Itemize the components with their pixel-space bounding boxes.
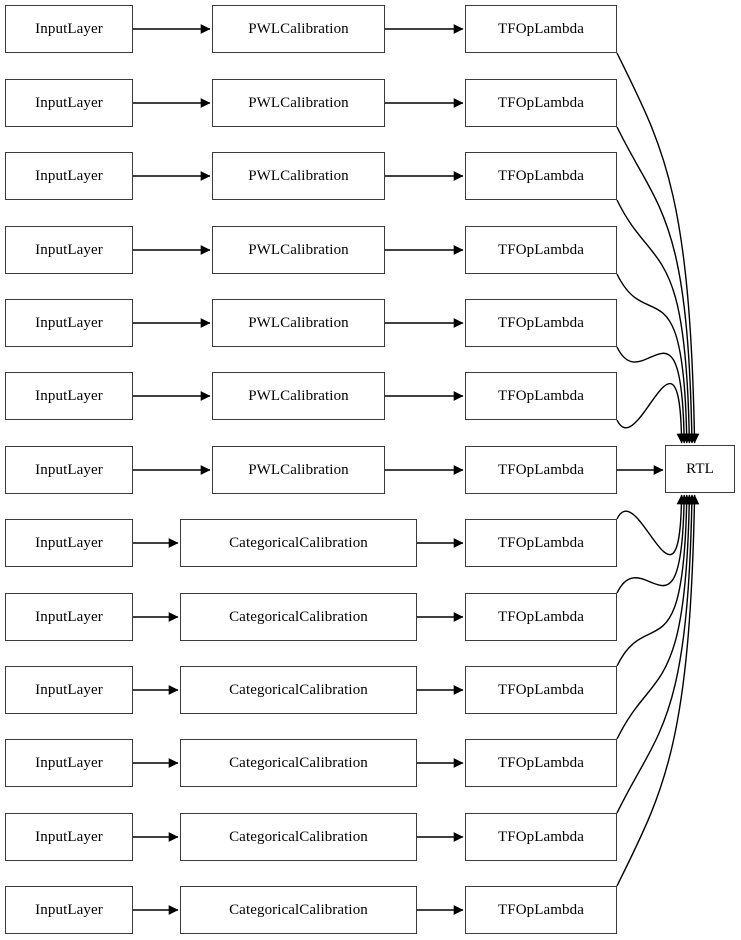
node-calibration-1[interactable]: PWLCalibration bbox=[212, 79, 385, 127]
node-label: CategoricalCalibration bbox=[229, 681, 368, 698]
edge-lambda-to-rtl-0 bbox=[616, 52, 700, 444]
node-tfoplambda-2[interactable]: TFOpLambda bbox=[465, 152, 617, 200]
node-label: RTL bbox=[686, 460, 714, 477]
node-calibration-10[interactable]: CategoricalCalibration bbox=[180, 739, 417, 787]
node-label: InputLayer bbox=[35, 681, 103, 698]
node-tfoplambda-6[interactable]: TFOpLambda bbox=[465, 446, 617, 494]
node-label: InputLayer bbox=[35, 534, 103, 551]
node-label: TFOpLambda bbox=[498, 20, 584, 37]
node-rtl-output[interactable]: RTL bbox=[665, 445, 735, 493]
edge-lambda-to-rtl-10 bbox=[616, 494, 695, 740]
edge-lambda-to-rtl-1 bbox=[616, 126, 697, 444]
node-tfoplambda-3[interactable]: TFOpLambda bbox=[465, 226, 617, 274]
node-label: TFOpLambda bbox=[498, 167, 584, 184]
node-tfoplambda-4[interactable]: TFOpLambda bbox=[465, 299, 617, 347]
node-label: InputLayer bbox=[35, 901, 103, 918]
node-input-layer-12[interactable]: InputLayer bbox=[5, 886, 133, 934]
node-calibration-6[interactable]: PWLCalibration bbox=[212, 446, 385, 494]
node-label: CategoricalCalibration bbox=[229, 828, 368, 845]
node-label: PWLCalibration bbox=[248, 167, 349, 184]
node-calibration-12[interactable]: CategoricalCalibration bbox=[180, 886, 417, 934]
node-label: InputLayer bbox=[35, 461, 103, 478]
node-input-layer-11[interactable]: InputLayer bbox=[5, 813, 133, 861]
node-label: TFOpLambda bbox=[498, 754, 584, 771]
node-tfoplambda-5[interactable]: TFOpLambda bbox=[465, 372, 617, 420]
node-label: PWLCalibration bbox=[248, 461, 349, 478]
node-tfoplambda-12[interactable]: TFOpLambda bbox=[465, 886, 617, 934]
node-calibration-3[interactable]: PWLCalibration bbox=[212, 226, 385, 274]
node-label: TFOpLambda bbox=[498, 681, 584, 698]
node-label: TFOpLambda bbox=[498, 461, 584, 478]
node-calibration-0[interactable]: PWLCalibration bbox=[212, 5, 385, 53]
edge-lambda-to-rtl-5 bbox=[616, 382, 687, 444]
node-input-layer-1[interactable]: InputLayer bbox=[5, 79, 133, 127]
node-label: PWLCalibration bbox=[248, 94, 349, 111]
node-input-layer-6[interactable]: InputLayer bbox=[5, 446, 133, 494]
edge-lambda-to-rtl-9 bbox=[616, 494, 692, 667]
node-label: CategoricalCalibration bbox=[229, 534, 368, 551]
node-input-layer-4[interactable]: InputLayer bbox=[5, 299, 133, 347]
node-calibration-8[interactable]: CategoricalCalibration bbox=[180, 593, 417, 641]
node-label: InputLayer bbox=[35, 608, 103, 625]
node-label: InputLayer bbox=[35, 167, 103, 184]
node-tfoplambda-0[interactable]: TFOpLambda bbox=[465, 5, 617, 53]
node-label: TFOpLambda bbox=[498, 387, 584, 404]
node-label: TFOpLambda bbox=[498, 94, 584, 111]
node-label: PWLCalibration bbox=[248, 387, 349, 404]
node-input-layer-7[interactable]: InputLayer bbox=[5, 519, 133, 567]
node-tfoplambda-9[interactable]: TFOpLambda bbox=[465, 666, 617, 714]
node-label: TFOpLambda bbox=[498, 241, 584, 258]
node-calibration-5[interactable]: PWLCalibration bbox=[212, 372, 385, 420]
node-label: CategoricalCalibration bbox=[229, 901, 368, 918]
node-tfoplambda-7[interactable]: TFOpLambda bbox=[465, 519, 617, 567]
node-input-layer-8[interactable]: InputLayer bbox=[5, 593, 133, 641]
node-label: TFOpLambda bbox=[498, 534, 584, 551]
node-tfoplambda-10[interactable]: TFOpLambda bbox=[465, 739, 617, 787]
node-label: InputLayer bbox=[35, 241, 103, 258]
node-label: CategoricalCalibration bbox=[229, 754, 368, 771]
node-input-layer-3[interactable]: InputLayer bbox=[5, 226, 133, 274]
node-label: InputLayer bbox=[35, 314, 103, 331]
node-label: InputLayer bbox=[35, 828, 103, 845]
edge-lambda-to-rtl-12 bbox=[616, 494, 700, 887]
node-label: TFOpLambda bbox=[498, 314, 584, 331]
node-calibration-2[interactable]: PWLCalibration bbox=[212, 152, 385, 200]
node-label: PWLCalibration bbox=[248, 241, 349, 258]
node-calibration-9[interactable]: CategoricalCalibration bbox=[180, 666, 417, 714]
node-label: InputLayer bbox=[35, 387, 103, 404]
node-label: PWLCalibration bbox=[248, 20, 349, 37]
edge-lambda-to-rtl-11 bbox=[616, 494, 697, 814]
node-calibration-4[interactable]: PWLCalibration bbox=[212, 299, 385, 347]
node-label: InputLayer bbox=[35, 94, 103, 111]
node-label: InputLayer bbox=[35, 754, 103, 771]
node-label: TFOpLambda bbox=[498, 828, 584, 845]
edge-lambda-to-rtl-2 bbox=[616, 199, 695, 444]
node-label: TFOpLambda bbox=[498, 901, 584, 918]
edge-lambda-to-rtl-3 bbox=[616, 273, 692, 444]
node-input-layer-10[interactable]: InputLayer bbox=[5, 739, 133, 787]
node-tfoplambda-8[interactable]: TFOpLambda bbox=[465, 593, 617, 641]
node-input-layer-2[interactable]: InputLayer bbox=[5, 152, 133, 200]
node-input-layer-5[interactable]: InputLayer bbox=[5, 372, 133, 420]
node-label: CategoricalCalibration bbox=[229, 608, 368, 625]
edge-lambda-to-rtl-4 bbox=[616, 346, 689, 444]
node-tfoplambda-11[interactable]: TFOpLambda bbox=[465, 813, 617, 861]
edge-lambda-to-rtl-7 bbox=[616, 494, 687, 556]
node-label: TFOpLambda bbox=[498, 608, 584, 625]
node-calibration-7[interactable]: CategoricalCalibration bbox=[180, 519, 417, 567]
node-tfoplambda-1[interactable]: TFOpLambda bbox=[465, 79, 617, 127]
node-label: PWLCalibration bbox=[248, 314, 349, 331]
node-input-layer-9[interactable]: InputLayer bbox=[5, 666, 133, 714]
node-calibration-11[interactable]: CategoricalCalibration bbox=[180, 813, 417, 861]
node-input-layer-0[interactable]: InputLayer bbox=[5, 5, 133, 53]
node-label: InputLayer bbox=[35, 20, 103, 37]
edge-lambda-to-rtl-8 bbox=[616, 494, 689, 594]
